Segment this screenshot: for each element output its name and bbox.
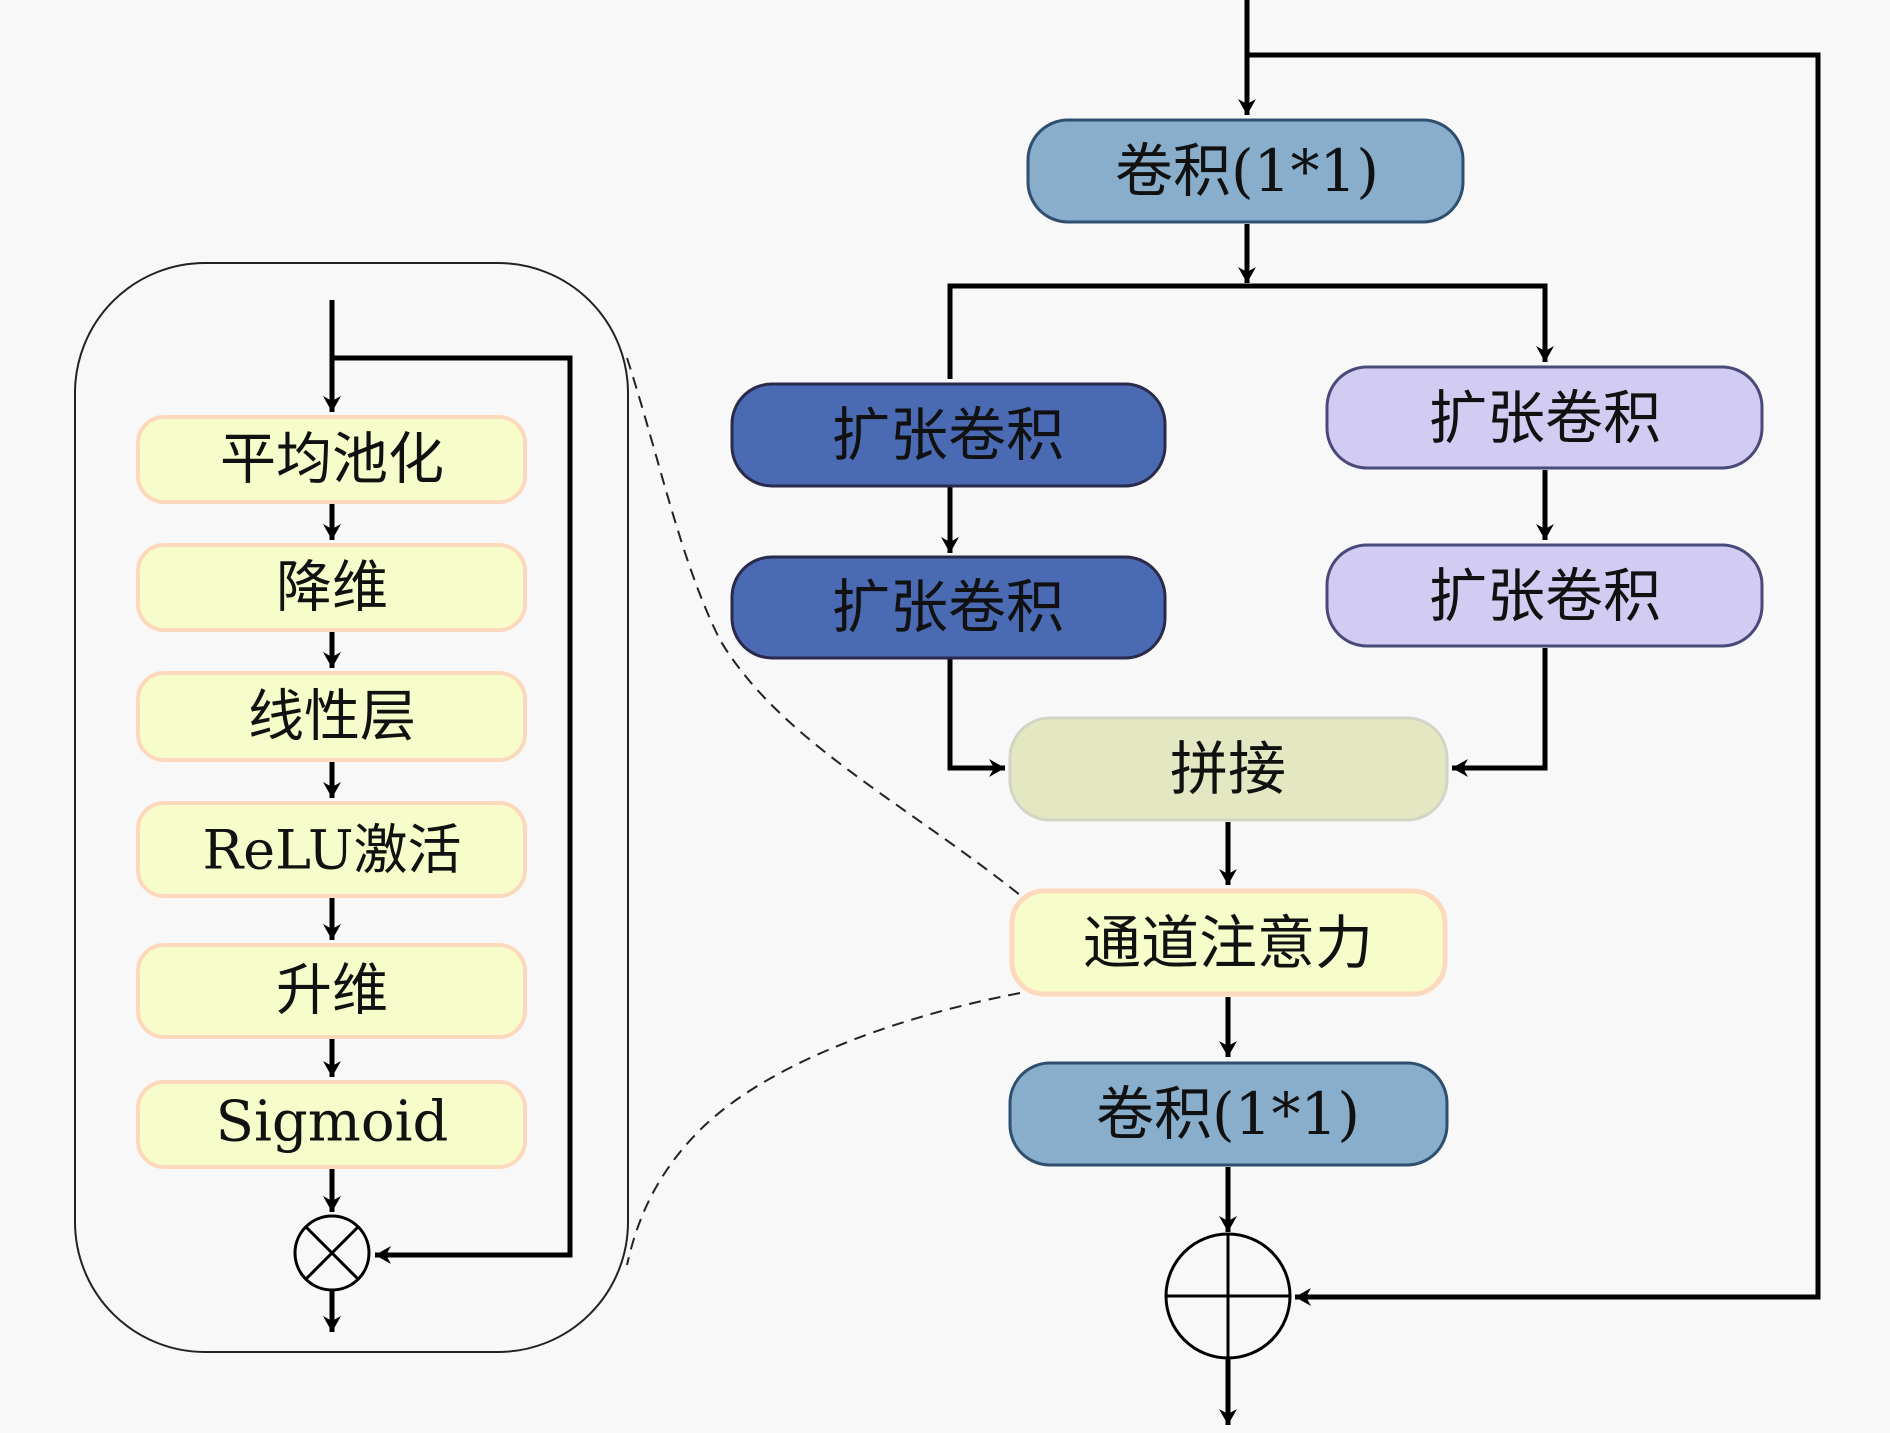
channel-attention-block: 通道注意力: [1009, 888, 1448, 997]
step-label: 平均池化: [220, 428, 444, 493]
concat-label: 拼接: [1170, 735, 1286, 803]
attention-steps: 平均池化 降维 线性层 ReLU激活 升维 Sigmoid: [136, 415, 527, 1169]
step-label: 升维: [276, 959, 388, 1024]
multiply-icon: [293, 1214, 371, 1292]
step-sigmoid: Sigmoid: [136, 1080, 527, 1169]
zoom-connectors: [626, 357, 1021, 1266]
attention-detail-panel: [74, 262, 629, 1353]
step-label: 线性层: [248, 685, 416, 750]
dilated-conv-right-2: 扩张卷积: [1325, 543, 1764, 648]
add-icon: [1164, 1232, 1292, 1360]
step-avg-pool: 平均池化: [136, 415, 527, 504]
dilated-conv-left-2: 扩张卷积: [730, 555, 1167, 660]
conv-1x1-top: 卷积(1*1): [1026, 118, 1465, 224]
step-label: ReLU激活: [202, 819, 461, 882]
dilated-right-2-label: 扩张卷积: [1429, 562, 1661, 630]
step-linear: 线性层: [136, 671, 527, 762]
step-relu: ReLU激活: [136, 801, 527, 898]
step-label: 降维: [276, 556, 388, 621]
dilated-right-1-label: 扩张卷积: [1429, 384, 1661, 452]
dilated-left-1-label: 扩张卷积: [832, 401, 1064, 469]
concat-block: 拼接: [1008, 716, 1449, 822]
step-reduce-dim: 降维: [136, 543, 527, 632]
attention-label: 通道注意力: [1083, 909, 1373, 977]
main-arrows: [941, 0, 1821, 1425]
conv-top-label: 卷积(1*1): [1115, 137, 1379, 205]
panel-arrows: [323, 300, 573, 1332]
step-label: Sigmoid: [216, 1090, 449, 1155]
conv-bottom-label: 卷积(1*1): [1096, 1080, 1360, 1148]
conv-1x1-bottom: 卷积(1*1): [1008, 1061, 1449, 1167]
dilated-left-2-label: 扩张卷积: [832, 573, 1064, 641]
dilated-conv-right-1: 扩张卷积: [1325, 365, 1764, 470]
dilated-conv-left-1: 扩张卷积: [730, 382, 1167, 488]
step-expand-dim: 升维: [136, 943, 527, 1039]
